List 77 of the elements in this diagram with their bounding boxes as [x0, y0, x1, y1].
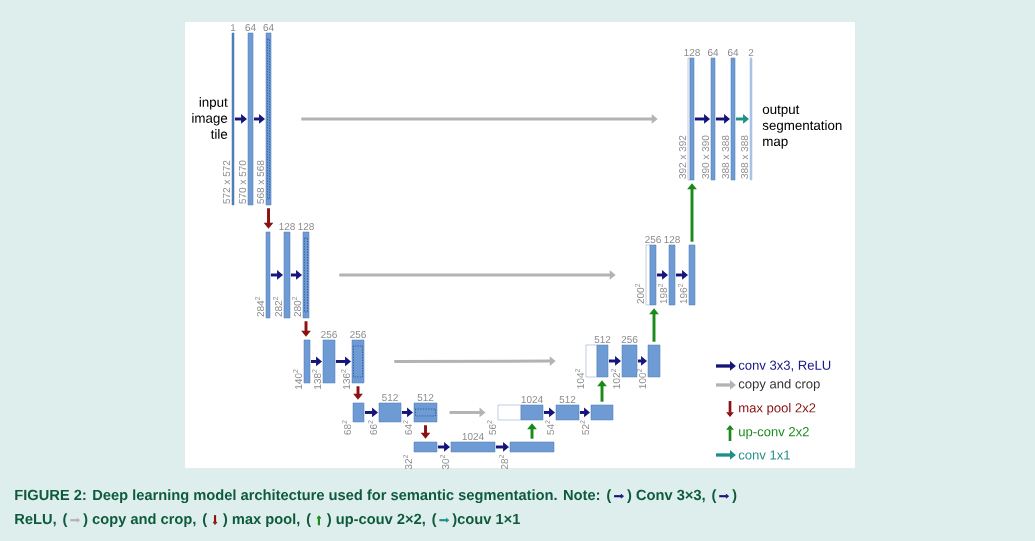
arrow [301, 114, 658, 124]
legend-text: conv 1x1 [738, 450, 790, 460]
channel-label: 256 [621, 335, 638, 344]
channel-label: 128 [298, 222, 314, 231]
legend-text: conv 3x3, ReLU [738, 360, 831, 372]
size-label: 140$^{2}$ [293, 369, 303, 389]
size-label: 196$^{2}$ [678, 283, 688, 304]
caption-text: ( [607, 489, 612, 503]
size-label: 28$^{2}$ [499, 454, 509, 470]
size-label: 390 x 390 [702, 135, 710, 179]
caption-text: ( [712, 489, 717, 503]
channel-label: 64 [263, 23, 274, 32]
size-label: 198$^{2}$ [658, 283, 668, 304]
channel-label: 256 [321, 330, 337, 339]
channel-label: 128 [279, 222, 295, 231]
caption-text: )couv 1×1 [452, 513, 520, 527]
size-label: 568 x 568 [257, 160, 265, 204]
side-text: input image tile [192, 97, 228, 139]
arrow [649, 308, 659, 342]
channel-label: 512 [559, 395, 576, 404]
legend-text: max pool 2x2 [739, 402, 816, 416]
size-label: 32$^{2}$ [403, 454, 413, 470]
caption-text: ( [63, 513, 68, 527]
size-label: 280$^{2}$ [292, 296, 302, 317]
channel-label: 512 [382, 393, 398, 402]
arrow [394, 356, 556, 366]
size-label: 136$^{2}$ [341, 369, 351, 389]
channel-label: 1024 [521, 395, 543, 404]
channel-label: 512 [417, 393, 434, 402]
side-text: output segmentation map [762, 105, 842, 149]
size-label: 30$^{2}$ [440, 454, 450, 470]
size-label: 100$^{2}$ [637, 368, 647, 389]
size-label: 68$^{2}$ [342, 420, 352, 435]
size-label: 388 x 388 [741, 135, 749, 179]
channel-label: 128 [684, 48, 700, 57]
legend-text: copy and crop [738, 378, 820, 392]
channel-label: 64 [707, 48, 719, 57]
size-label: 138$^{2}$ [312, 369, 322, 389]
caption-text: ( [306, 513, 312, 527]
size-label: 284$^{2}$ [255, 296, 265, 317]
caption-text: ReLU, [15, 513, 56, 527]
size-label: 392 x 392 [679, 135, 687, 179]
caption-text: ( [203, 513, 208, 527]
size-label: 572 x 572 [223, 160, 231, 204]
size-label: 570 x 570 [239, 160, 247, 204]
size-label: 388 x 388 [722, 135, 730, 179]
arrow [301, 321, 311, 337]
size-label: 200$^{2}$ [635, 283, 645, 304]
size-label: 102$^{2}$ [611, 368, 621, 389]
caption-text: ) max pool, [222, 513, 300, 527]
caption-text: ) Conv 3×3, [627, 489, 705, 503]
caption-text: ( [432, 513, 437, 527]
channel-label: 1 [231, 24, 236, 32]
channel-label: 512 [594, 335, 611, 344]
size-label: 52$^{2}$ [580, 420, 590, 435]
channel-label: 64 [245, 23, 256, 32]
channel-label: 2 [748, 49, 754, 57]
size-label: 66$^{2}$ [368, 420, 378, 435]
channel-label: 128 [664, 235, 680, 244]
caption-text: ) up-couv 2×2, [326, 513, 425, 527]
legend-text: up-conv 2x2 [739, 427, 809, 439]
size-label: 56$^{2}$ [487, 420, 497, 435]
arrow [527, 423, 537, 439]
channel-label: 64 [727, 48, 739, 57]
size-label: 282$^{2}$ [273, 296, 283, 317]
arrow [687, 183, 697, 242]
arrow [597, 380, 607, 402]
size-label: 54$^{2}$ [545, 420, 555, 435]
caption-text: ) [732, 489, 737, 503]
channel-label: 256 [350, 330, 366, 339]
arrow [353, 386, 363, 400]
caption-text: ) copy and crop, [83, 513, 196, 527]
caption-text: FIGURE 2: Deep learning model architecture used for semantic segmentation. Note: [15, 489, 600, 504]
size-label: 64$^{2}$ [403, 420, 413, 435]
channel-label: 1024 [462, 432, 484, 441]
channel-label: 256 [645, 235, 661, 244]
size-label: 104$^{2}$ [575, 368, 585, 389]
